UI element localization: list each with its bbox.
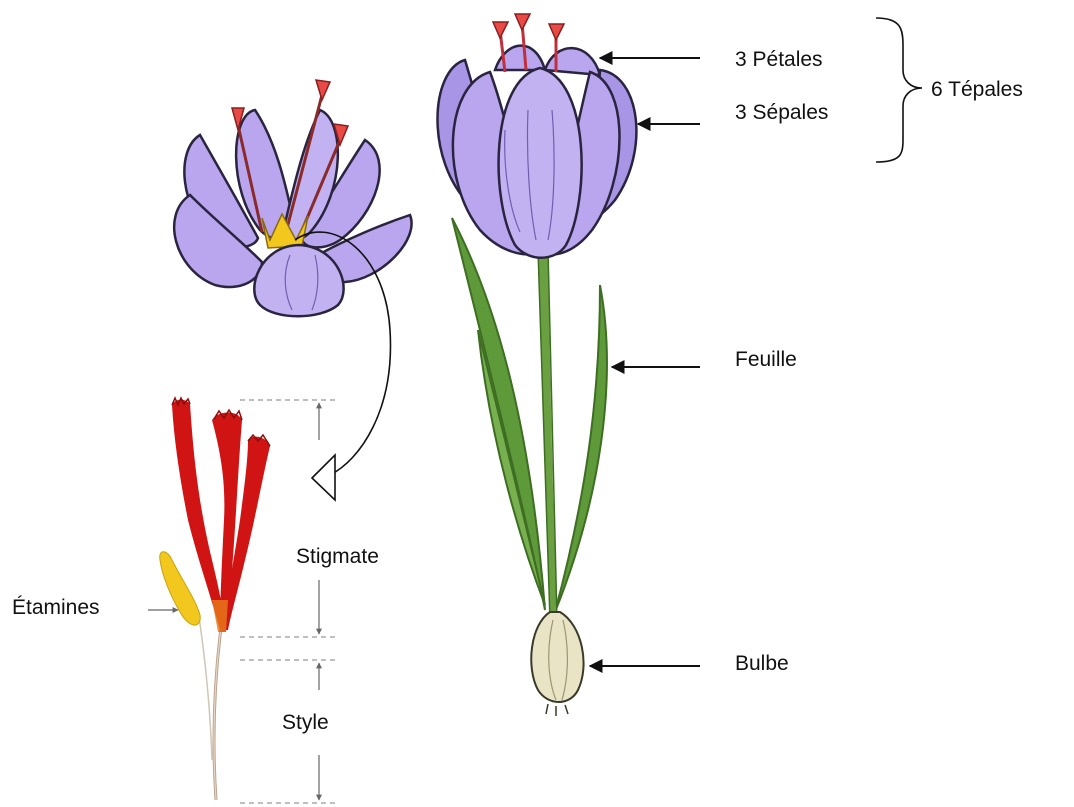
stigma-style-detail: [148, 398, 338, 803]
zoom-arrow-head: [312, 455, 335, 500]
label-petals: 3 Pétales: [735, 48, 823, 71]
open-crocus-flower: [174, 80, 411, 316]
crocus-plant: [438, 14, 637, 716]
label-stigma: Stigmate: [296, 545, 379, 568]
label-tepals: 6 Tépales: [931, 78, 1023, 101]
label-sepals: 3 Sépales: [735, 101, 828, 124]
label-stamens: Étamines: [12, 596, 100, 619]
tepals-brace: [876, 18, 922, 162]
label-bulb: Bulbe: [735, 652, 789, 675]
crocus-flower: [438, 14, 637, 258]
label-leaf: Feuille: [735, 348, 797, 371]
bulb: [531, 612, 583, 716]
stamen-anther: [160, 552, 200, 625]
label-style: Style: [282, 711, 329, 734]
leaf-right: [555, 285, 607, 612]
leaf-left-inner: [478, 330, 545, 605]
